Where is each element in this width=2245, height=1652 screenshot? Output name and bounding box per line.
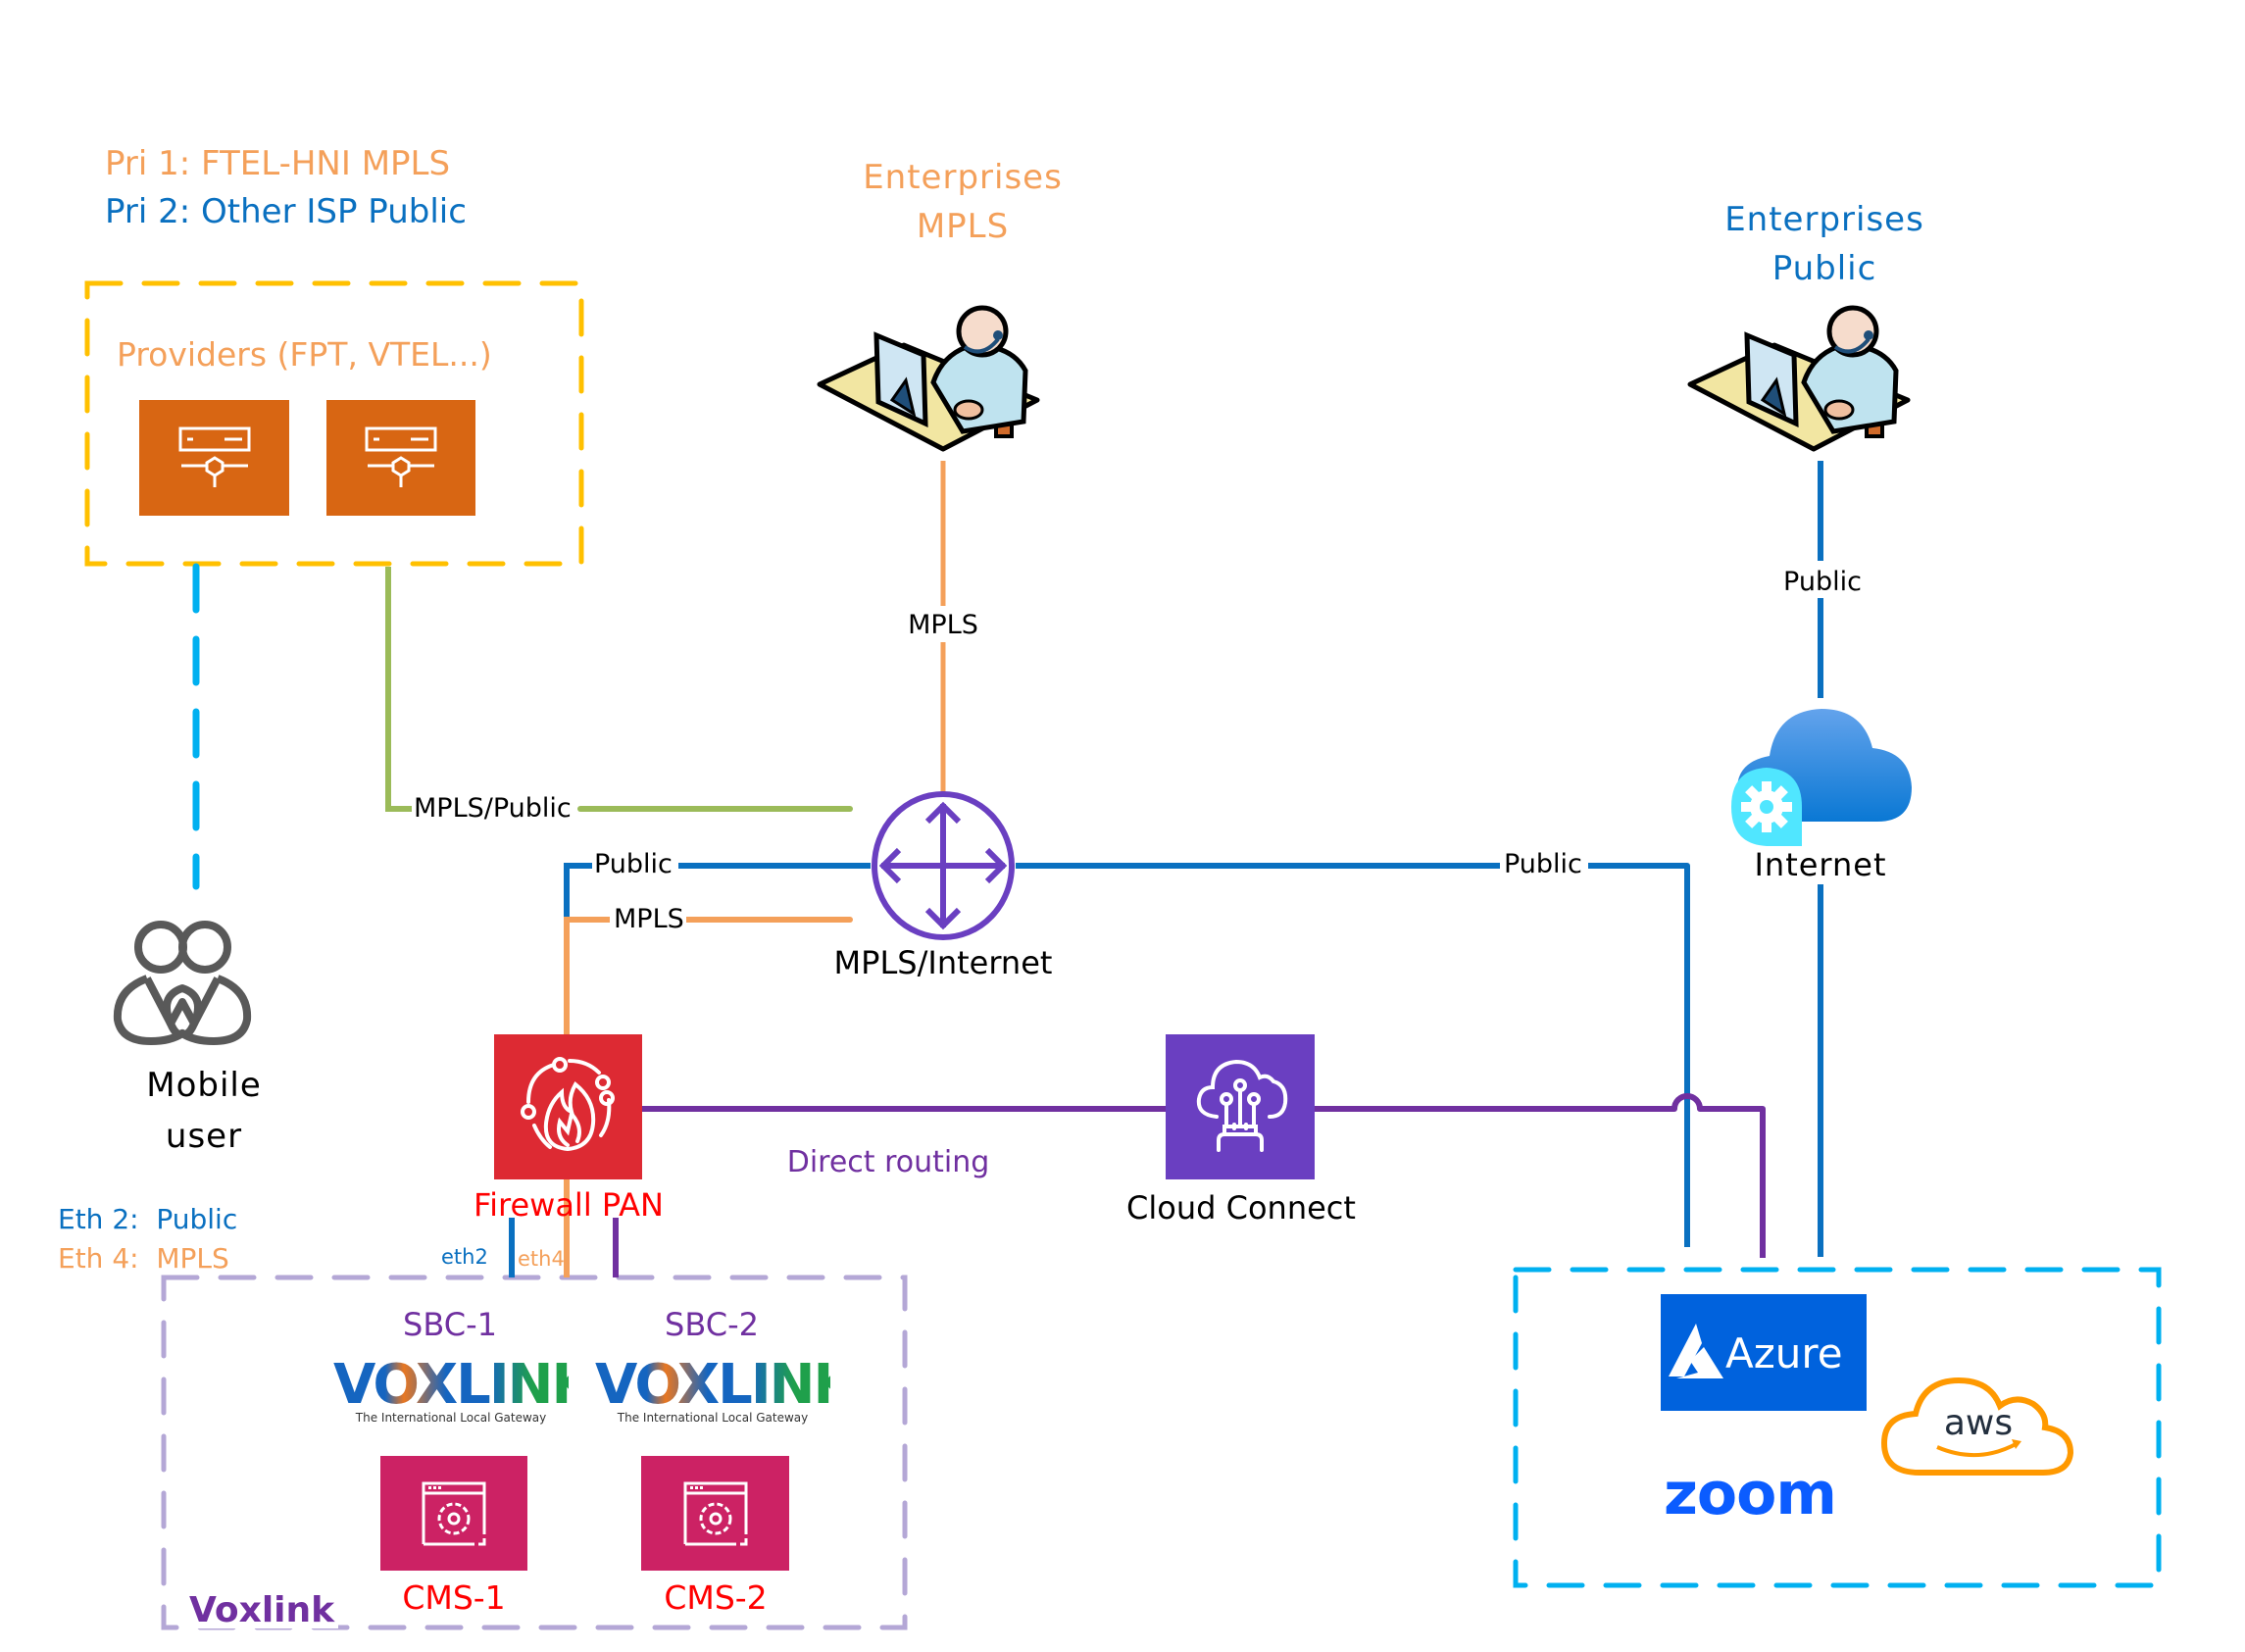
firewall-mpls-link-label: MPLS bbox=[612, 904, 686, 934]
cms-2-node[interactable] bbox=[641, 1456, 789, 1571]
aws-logo[interactable]: aws bbox=[1880, 1371, 2076, 1482]
internet-label: Internet bbox=[1754, 846, 1887, 883]
providers-label: Providers (FPT, VTEL...) bbox=[117, 335, 492, 374]
call-center-agent-icon bbox=[817, 305, 1040, 452]
router-node[interactable] bbox=[873, 792, 1016, 939]
providers-router-link bbox=[385, 567, 412, 812]
router-device-icon bbox=[365, 426, 437, 487]
app-settings-icon bbox=[422, 1481, 486, 1545]
voxlink-logo-1: VOXLINK bbox=[333, 1353, 594, 1417]
enterprises-mpls-node[interactable] bbox=[816, 284, 1071, 471]
azure-label: Azure bbox=[1725, 1329, 1843, 1377]
cms-2-label: CMS-2 bbox=[664, 1578, 768, 1617]
cloud-providers-group-border bbox=[1513, 1267, 2162, 1588]
sbc-2-node[interactable]: VOXLINK The International Local Gateway bbox=[595, 1353, 856, 1428]
provider-device-1[interactable] bbox=[139, 400, 289, 516]
voxlink-group-border bbox=[161, 1275, 908, 1630]
aws-label: aws bbox=[1943, 1403, 2014, 1443]
eth2-legend: Eth 2: Public bbox=[58, 1203, 238, 1235]
sbc-1-label: SBC-1 bbox=[403, 1306, 497, 1343]
mobile-user-label-2: user bbox=[165, 1117, 243, 1156]
direct-routing-label: Direct routing bbox=[786, 1145, 990, 1179]
firewall-public-link bbox=[564, 863, 592, 919]
providers-router-link-label: MPLS/Public bbox=[412, 793, 574, 824]
router-icon bbox=[872, 791, 1015, 940]
firewall-label: Firewall PAN bbox=[474, 1186, 664, 1224]
eth2-tag[interactable]: eth2 bbox=[441, 1245, 488, 1269]
enterprises-public-node[interactable] bbox=[1686, 284, 1941, 471]
aws-cloud-icon bbox=[1880, 1377, 2074, 1476]
router-label: MPLS/Internet bbox=[833, 944, 1053, 981]
firewall-public-link-label: Public bbox=[592, 849, 674, 879]
sbc-2-label: SBC-2 bbox=[665, 1306, 759, 1343]
provider-device-2[interactable] bbox=[326, 400, 475, 516]
priority-1-legend: Pri 1: FTEL-HNI MPLS bbox=[105, 144, 451, 183]
cloud-connect-cloud-link bbox=[1315, 1093, 1766, 1258]
users-icon bbox=[113, 921, 252, 1045]
enterprises-mpls-subtitle: MPLS bbox=[916, 207, 1010, 246]
router-cloud-public-link-2 bbox=[1588, 863, 1690, 1247]
eth4-legend: Eth 4: MPLS bbox=[58, 1242, 229, 1275]
zoom-logo[interactable]: zoom bbox=[1664, 1460, 1837, 1528]
azure-logo[interactable]: Azure bbox=[1661, 1294, 1867, 1411]
azure-icon bbox=[1669, 1324, 1723, 1378]
call-center-agent-icon bbox=[1687, 305, 1911, 452]
voxlink-logo-2: VOXLINK bbox=[595, 1353, 856, 1417]
firewall-mpls-link bbox=[564, 917, 610, 1034]
cms-1-node[interactable] bbox=[380, 1456, 527, 1571]
cloud-connect-label: Cloud Connect bbox=[1126, 1189, 1356, 1226]
priority-2-legend: Pri 2: Other ISP Public bbox=[105, 192, 467, 231]
enterprise-public-link-label: Public bbox=[1781, 567, 1864, 597]
app-settings-icon bbox=[683, 1481, 747, 1545]
router-device-icon bbox=[178, 426, 250, 487]
router-cloud-public-link-label: Public bbox=[1502, 849, 1584, 879]
providers-group-border bbox=[84, 280, 584, 567]
sbc-1-node[interactable]: VOXLINK The International Local Gateway bbox=[333, 1353, 594, 1428]
cms-1-label: CMS-1 bbox=[402, 1578, 506, 1617]
firewall-node[interactable] bbox=[494, 1034, 642, 1179]
voxlink-tagline-2: The International Local Gateway bbox=[617, 1411, 809, 1425]
cloud-connect-icon bbox=[1196, 1059, 1288, 1152]
voxlink-tagline-1: The International Local Gateway bbox=[355, 1411, 547, 1425]
voxlink-group-label: Voxlink bbox=[189, 1593, 339, 1628]
mobile-user-label-1: Mobile bbox=[146, 1066, 262, 1105]
enterprises-public-title: Enterprises bbox=[1724, 200, 1924, 239]
enterprise-mpls-link-label: MPLS bbox=[906, 610, 980, 640]
internet-node[interactable] bbox=[1716, 691, 1921, 848]
mobile-user-node[interactable] bbox=[112, 918, 253, 1051]
cloud-gear-icon bbox=[1731, 709, 1912, 846]
enterprises-public-subtitle: Public bbox=[1771, 249, 1877, 288]
cloud-connect-node[interactable] bbox=[1166, 1034, 1315, 1179]
enterprises-mpls-title: Enterprises bbox=[863, 158, 1063, 197]
eth4-tag[interactable]: eth4 bbox=[518, 1247, 565, 1271]
firewall-flame-icon bbox=[520, 1057, 615, 1152]
